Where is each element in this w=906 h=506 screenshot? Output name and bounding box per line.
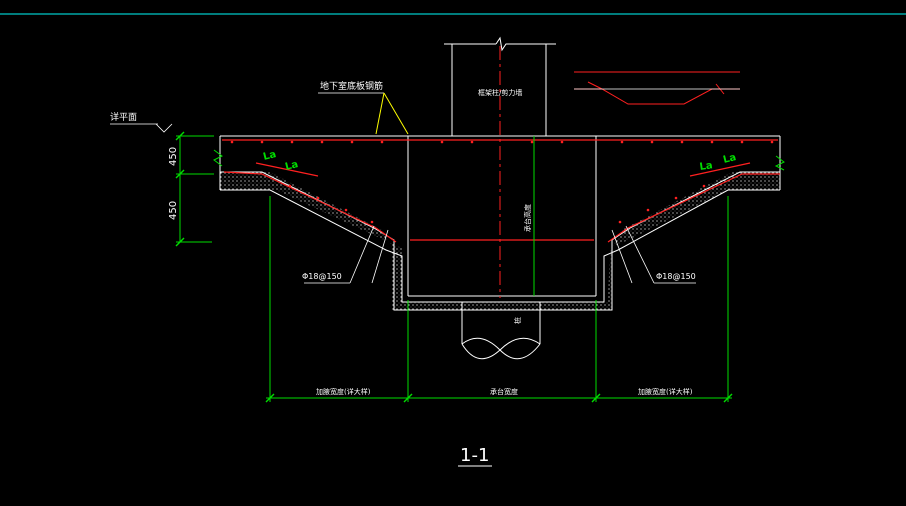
rebar-label-left: Φ18@150 [302, 272, 342, 281]
rebar-dots [230, 140, 774, 224]
slab-rebar-leader [375, 92, 409, 135]
width-label-middle: 承台宽度 [490, 387, 518, 396]
width-label-left: 加腋宽度(详大样) [316, 387, 371, 396]
lap-label-right-2: La [722, 152, 737, 166]
label-leaders [110, 92, 696, 284]
column-outline [444, 36, 556, 136]
cap-height-label: 承台高度 [523, 204, 532, 232]
slab-rebar-label: 地下室底板钢筋 [320, 80, 383, 92]
lap-label-left-1: La [262, 149, 277, 163]
pile-outline [461, 302, 541, 360]
rebar-detail-sketch [574, 71, 740, 105]
lap-label-left-2: La [284, 159, 299, 173]
dimension-lines [176, 135, 785, 402]
dimension-ticks [175, 131, 733, 403]
column-label: 框架柱/剪力墙 [478, 88, 522, 97]
dim-label-top: 450 [168, 147, 179, 166]
section-title: 1-1 [460, 445, 489, 466]
cap-concrete-hatch [220, 172, 780, 310]
floor-level-label: 详平面 [110, 111, 137, 123]
pile-label: 桩 [513, 317, 522, 324]
width-label-right: 加腋宽度(详大样) [638, 387, 693, 396]
rebar-label-right: Φ18@150 [656, 272, 696, 281]
dim-label-bottom: 450 [168, 201, 179, 220]
lap-label-right-1: La [699, 160, 714, 173]
